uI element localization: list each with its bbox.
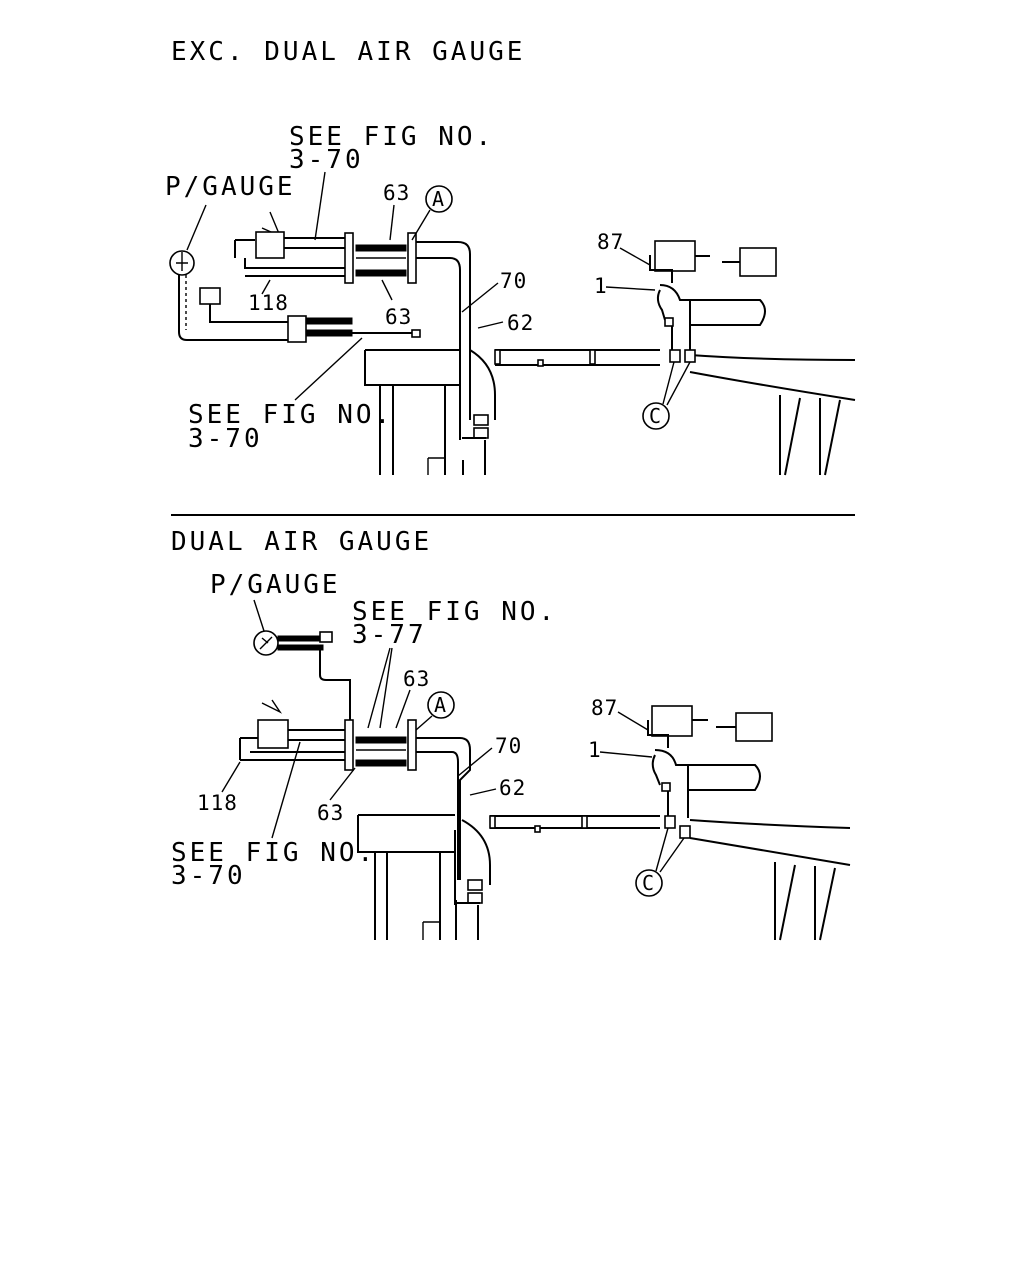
upper-part-62: 62 bbox=[507, 311, 534, 335]
lower-ref-c-label: C bbox=[642, 871, 654, 895]
upper-air-tank-group bbox=[649, 240, 777, 363]
upper-ref-circle-c bbox=[642, 402, 670, 430]
upper-part-63-top: 63 bbox=[383, 181, 410, 205]
upper-ref-a-label: A bbox=[432, 187, 444, 211]
lower-part-70: 70 bbox=[495, 734, 522, 758]
lower-part-63-bottom: 63 bbox=[317, 801, 344, 825]
lower-part-118: 118 bbox=[197, 791, 238, 815]
upper-pressure-gauge-label: P/GAUGE bbox=[165, 172, 296, 202]
lower-part-62: 62 bbox=[499, 776, 526, 800]
upper-part-118: 118 bbox=[248, 291, 289, 315]
lower-part-63-top: 63 bbox=[403, 667, 430, 691]
lower-air-tank-group bbox=[647, 705, 773, 839]
upper-part-63-bottom: 63 bbox=[385, 305, 412, 329]
lower-ref-a-label: A bbox=[434, 693, 446, 717]
upper-chassis bbox=[364, 349, 856, 476]
upper-part-1: 1 bbox=[594, 274, 608, 298]
upper-title: EXC. DUAL AIR GAUGE bbox=[171, 37, 525, 67]
upper-part-87: 87 bbox=[597, 230, 624, 254]
upper-manifold bbox=[234, 211, 471, 430]
lower-chassis bbox=[357, 814, 851, 941]
upper-ref-circle-a bbox=[425, 185, 453, 213]
lower-ref-circle-a bbox=[427, 691, 455, 719]
upper-view: EXC. DUAL AIR GAUGE bbox=[165, 37, 856, 476]
lower-part-87: 87 bbox=[591, 696, 618, 720]
lower-dual-gauge-assembly bbox=[253, 630, 351, 725]
lower-part-1: 1 bbox=[588, 738, 602, 762]
lower-pressure-gauge-label: P/GAUGE bbox=[210, 570, 341, 600]
upper-relay-valve bbox=[459, 349, 496, 440]
upper-part-70: 70 bbox=[500, 269, 527, 293]
lower-title: DUAL AIR GAUGE bbox=[171, 527, 432, 557]
lower-manifold bbox=[239, 699, 471, 880]
lower-relay-valve bbox=[454, 819, 491, 905]
upper-pressure-gauge-assembly bbox=[169, 250, 421, 343]
lower-ref-circle-c bbox=[635, 869, 663, 897]
upper-see-fig-top-line2: 3-70 bbox=[289, 145, 364, 175]
upper-see-fig-bottom-line1: SEE FIG NO. bbox=[188, 400, 393, 430]
lower-see-fig-bottom-line2: 3-70 bbox=[171, 861, 246, 891]
upper-see-fig-top-line1: SEE FIG NO. bbox=[289, 122, 494, 152]
lower-see-fig-top-line2: 3-77 bbox=[352, 620, 427, 650]
lower-see-fig-top-line1: SEE FIG NO. bbox=[352, 597, 557, 627]
lower-view: DUAL AIR GAUGE bbox=[171, 527, 851, 941]
upper-see-fig-bottom-line2: 3-70 bbox=[188, 424, 263, 454]
upper-ref-c-label: C bbox=[649, 404, 661, 428]
lower-see-fig-bottom-line1: SEE FIG NO. bbox=[171, 838, 376, 868]
